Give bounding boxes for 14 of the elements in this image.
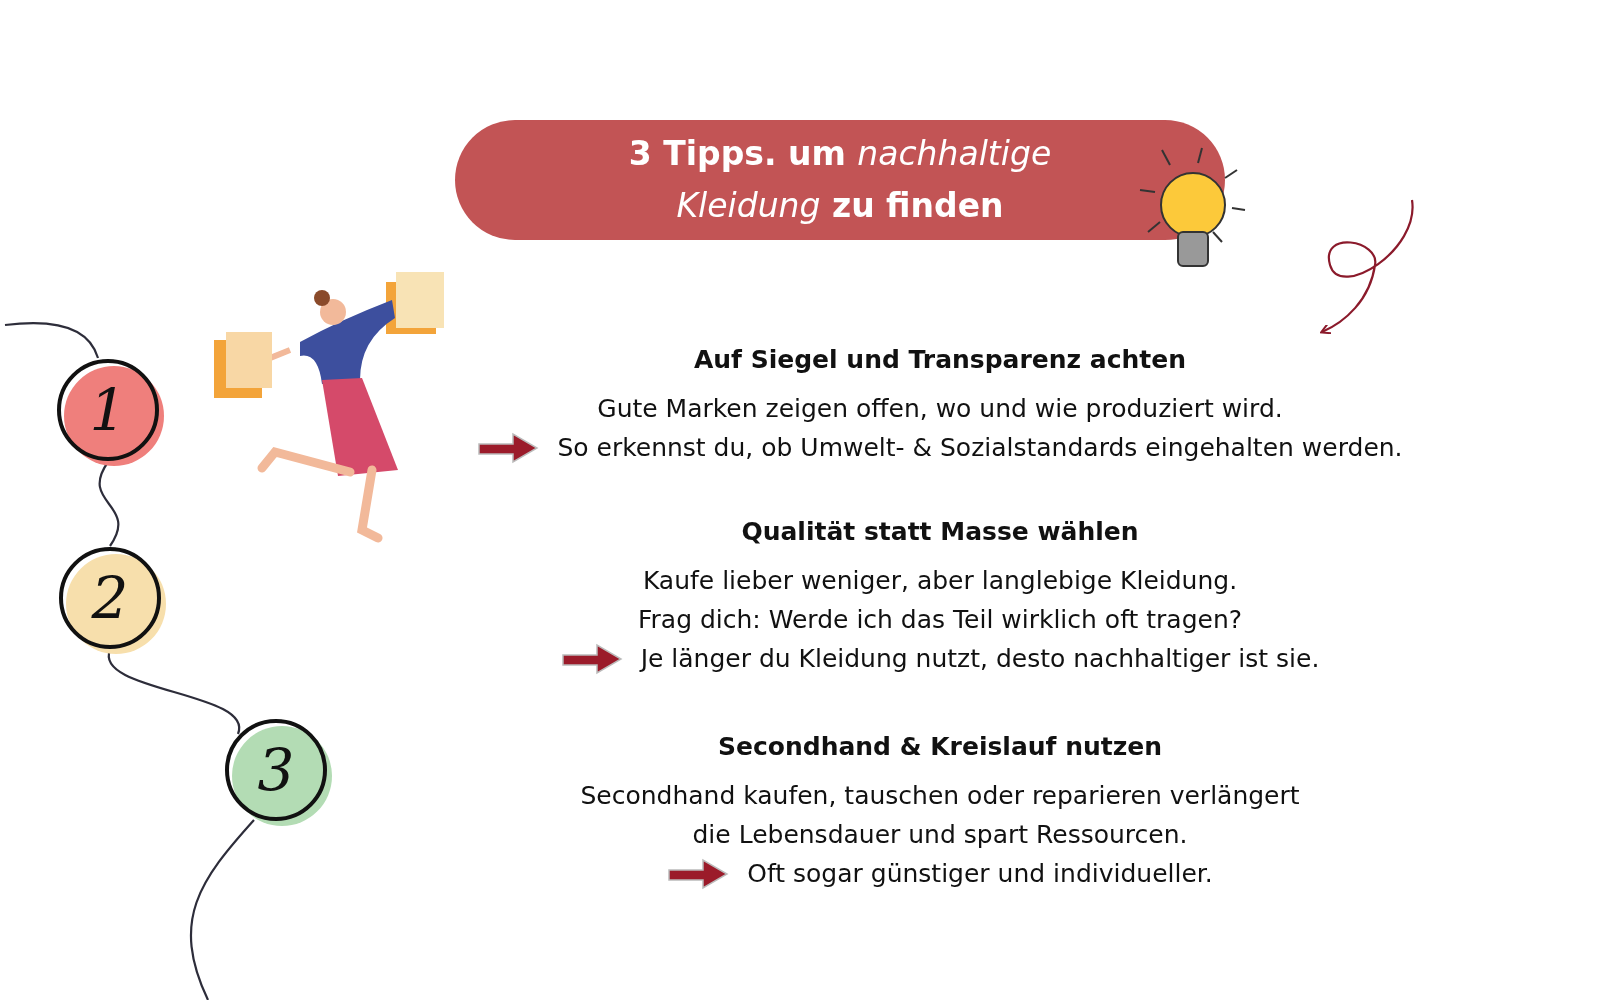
tip-heading: Qualität statt Masse wählen: [740, 516, 1140, 548]
tip-text: So erkennst du, ob Umwelt- & Sozialstandards eingehalten werden.: [557, 432, 1403, 464]
tip-heading: Auf Siegel und Transparenz achten: [692, 344, 1188, 376]
tip-text: Kaufe lieber weniger, aber langlebige Kleidung. Frag dich: Werde ich das Teil wirklich oft tragen?: [636, 565, 1244, 636]
tip-text: Secondhand kaufen, tauschen oder reparieren verlängert die Lebensdauer und spart Ressourcen.: [579, 780, 1301, 851]
tip-text: Je länger du Kleidung nutzt, desto nachhaltiger ist sie.: [640, 643, 1320, 675]
connector-line: [4, 322, 100, 359]
title-banner: [455, 120, 1225, 240]
connector-line: [189, 819, 255, 1000]
curly-arrow: [1320, 199, 1414, 335]
tip-heading: Secondhand & Kreislauf nutzen: [717, 731, 1163, 763]
tip-text: Gute Marken zeigen offen, wo und wie produziert wird.: [596, 393, 1284, 425]
title-text: 3 Tipps. um nachhaltige Kleidung zu finden: [627, 133, 1053, 227]
tip-text: Oft sogar günstiger und individueller.: [747, 858, 1213, 890]
